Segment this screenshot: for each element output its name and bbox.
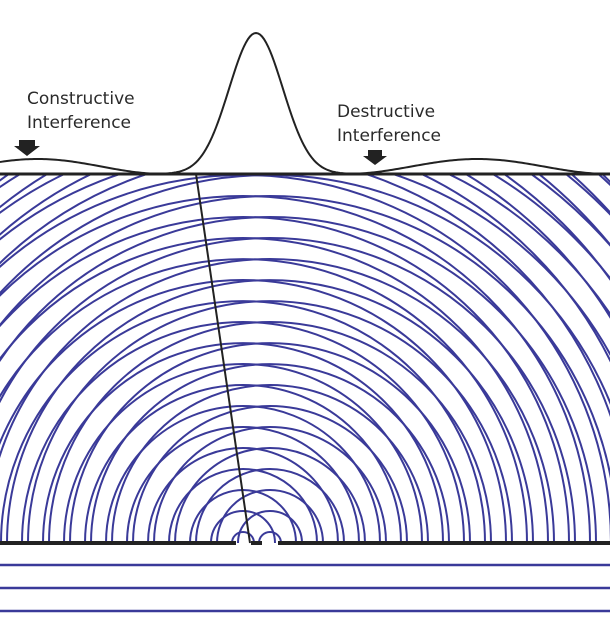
wavefront-arc (0, 174, 610, 363)
wavefront-arc (168, 468, 318, 543)
wavefront-arc (0, 258, 528, 543)
arrow-down-icon (363, 150, 387, 165)
wavefront-arc (195, 468, 345, 543)
wavefront-arc (0, 216, 597, 543)
wavefront-arc (237, 510, 303, 543)
wavefront-arc (0, 300, 486, 543)
wavefront-arc (216, 489, 324, 543)
wavefront-arc (174, 447, 366, 543)
wavefront-arc (6, 279, 534, 543)
wavefront-arc (231, 531, 255, 543)
path-difference-line (195, 173, 251, 544)
diffracted-wavefronts (0, 174, 610, 543)
wavefront-arc (90, 363, 450, 543)
wavefront-arc (105, 405, 381, 543)
wavefront-arc (147, 447, 339, 543)
wavefront-arc (21, 321, 465, 543)
wavefront-arc (69, 342, 471, 543)
wavefront-arc (0, 174, 610, 316)
wavefront-arc (48, 321, 492, 543)
destructive-interference-label: Destructive Interference (337, 100, 441, 148)
wavefront-arc (0, 237, 576, 543)
wavefront-arc (111, 384, 429, 543)
incident-plane-waves (0, 563, 610, 613)
wavefront-arc (63, 363, 423, 543)
constructive-label-line1: Constructive (27, 89, 135, 109)
intensity-profile-curve (0, 31, 610, 175)
wavefront-arc (42, 342, 444, 543)
arrow-down-icon (14, 140, 40, 156)
wavefront-arc (0, 216, 570, 543)
wavefront-arc (0, 279, 507, 543)
wavefront-arc (0, 237, 549, 543)
wavefront-arc (0, 258, 555, 543)
destructive-label-line1: Destructive (337, 102, 436, 122)
wavefront-arc (27, 300, 513, 543)
wavefront-arc (258, 531, 282, 543)
constructive-interference-label: Constructive Interference (27, 87, 135, 135)
wavefront-arc (126, 426, 360, 543)
wavefront-arc (132, 405, 408, 543)
wavefront-arc (84, 384, 402, 543)
wavefront-arc (153, 426, 387, 543)
destructive-label-line2: Interference (337, 126, 442, 146)
wavefront-arc (210, 510, 276, 543)
constructive-label-line2: Interference (27, 113, 132, 133)
wavefront-arc (0, 195, 610, 480)
wavefront-arc (0, 174, 610, 418)
